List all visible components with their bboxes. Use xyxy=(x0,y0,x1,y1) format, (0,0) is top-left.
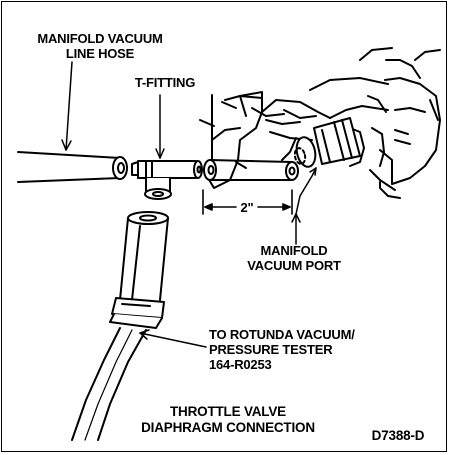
label-t-fitting: T-FITTING xyxy=(134,75,196,90)
label-rotunda-tester: TO ROTUNDA VACUUM/ PRESSURE TESTER 164-R… xyxy=(209,327,409,372)
label-line: MANIFOLD VACUUM xyxy=(37,31,163,46)
label-line: PRESSURE TESTER xyxy=(209,342,333,357)
caption-line: THROTTLE VALVE xyxy=(170,404,286,419)
label-line: MANIFOLD xyxy=(260,243,328,258)
caption-line: DIAPHRAGM CONNECTION xyxy=(141,420,315,435)
label-line: VACUUM PORT xyxy=(247,258,341,273)
throttle-body xyxy=(199,47,441,199)
label-line: LINE HOSE xyxy=(65,46,135,61)
label-manifold-vacuum-port: MANIFOLD VACUUM PORT xyxy=(232,243,356,273)
short-hose xyxy=(203,159,299,181)
manifold-vacuum-port xyxy=(293,117,361,168)
leader-lines xyxy=(61,61,317,348)
t-fitting xyxy=(131,160,203,200)
manifold-vacuum-line-hose xyxy=(17,151,128,183)
label-line: TO ROTUNDA VACUUM/ xyxy=(209,327,355,342)
tester-hose xyxy=(71,211,169,441)
label-line: 164-R0253 xyxy=(209,357,272,372)
dimension-marker xyxy=(202,189,293,215)
figure-caption: THROTTLE VALVE DIAPHRAGM CONNECTION xyxy=(128,404,328,436)
label-dimension: 2" xyxy=(240,200,254,215)
label-manifold-vacuum-line-hose: MANIFOLD VACUUM LINE HOSE xyxy=(12,31,188,61)
figure-id: D7388-D xyxy=(371,428,425,443)
